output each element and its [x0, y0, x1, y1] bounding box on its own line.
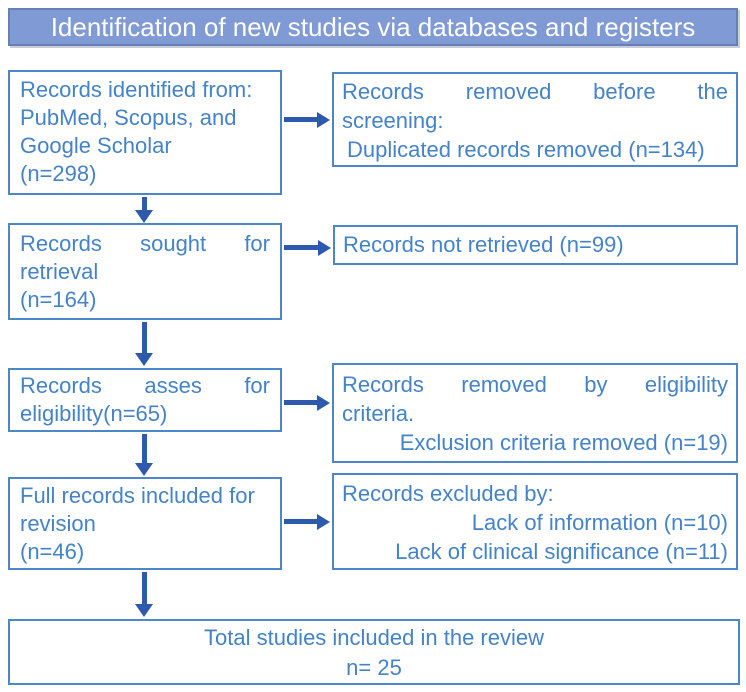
diagram-title: Identification of new studies via databa…	[50, 12, 696, 42]
arrow-right-icon	[284, 239, 331, 256]
arrow-shaft	[284, 400, 317, 405]
arrow-head	[135, 353, 153, 366]
arrow-head	[135, 463, 153, 476]
arrow-head	[317, 513, 330, 530]
box-line: Records asses for	[20, 373, 270, 398]
arrow-head	[135, 210, 153, 223]
box-line: (n=164)	[20, 287, 97, 312]
box-line: (n=46)	[20, 539, 85, 564]
box-records-identified: Records identified from: PubMed, Scopus,…	[8, 70, 282, 195]
box-line: screening:	[342, 108, 444, 133]
arrow-down-icon	[135, 197, 153, 223]
arrow-head	[135, 604, 153, 617]
box-total-studies-included: Total studies included in the review n= …	[8, 619, 740, 685]
arrow-shaft	[284, 519, 317, 524]
arrow-down-icon	[135, 434, 153, 476]
arrow-shaft	[284, 245, 318, 250]
arrow-right-icon	[284, 111, 330, 128]
box-line: Records not retrieved (n=99)	[343, 232, 624, 257]
box-line: revision	[20, 511, 96, 536]
arrow-down-icon	[135, 572, 153, 617]
arrow-down-icon	[135, 322, 153, 366]
box-line: Full records included for	[20, 483, 255, 508]
box-line: eligibility(n=65)	[20, 401, 168, 426]
box-line: PubMed, Scopus, and	[20, 105, 237, 130]
box-line: Records excluded by:	[342, 481, 554, 506]
diagram-title-banner: Identification of new studies via databa…	[8, 8, 738, 46]
box-records-removed-before-screening: Records removed before the screening: Du…	[332, 72, 738, 167]
box-line: Records removed before the	[342, 79, 728, 104]
box-line: retrieval	[20, 259, 99, 284]
box-full-records-included: Full records included for revision (n=46…	[8, 477, 282, 570]
arrow-head	[317, 111, 330, 128]
arrow-shaft	[141, 572, 147, 604]
box-line: (n=298)	[20, 161, 97, 186]
arrow-right-icon	[284, 394, 330, 411]
box-line: Total studies included in the review	[204, 625, 544, 650]
box-line: Lack of clinical significance (n=11)	[395, 539, 728, 564]
arrow-head	[318, 239, 331, 256]
arrow-shaft	[284, 117, 317, 122]
arrow-shaft	[141, 434, 147, 463]
box-line: Exclusion criteria removed (n=19)	[399, 430, 728, 455]
box-records-removed-by-eligibility: Records removed by eligibility criteria.…	[332, 363, 738, 463]
arrow-head	[317, 394, 330, 411]
box-records-not-retrieved: Records not retrieved (n=99)	[333, 225, 738, 265]
box-line: criteria.	[342, 401, 415, 426]
box-records-assessed-for-eligibility: Records asses for eligibility(n=65)	[8, 368, 282, 432]
arrow-shaft	[141, 322, 147, 353]
arrow-shaft	[141, 197, 147, 210]
box-line: Records removed by eligibility	[342, 372, 728, 397]
box-line: Lack of information (n=10)	[471, 510, 728, 535]
box-line: Duplicated records removed (n=134)	[347, 137, 705, 162]
box-line: Google Scholar	[20, 133, 172, 158]
box-line: Records identified from:	[20, 77, 253, 102]
box-records-sought-for-retrieval: Records sought for retrieval (n=164)	[8, 223, 282, 320]
arrow-right-icon	[284, 513, 330, 530]
box-records-excluded-by: Records excluded by: Lack of information…	[332, 473, 738, 570]
box-line: Records sought for	[20, 231, 270, 256]
box-line: n= 25	[346, 655, 402, 680]
